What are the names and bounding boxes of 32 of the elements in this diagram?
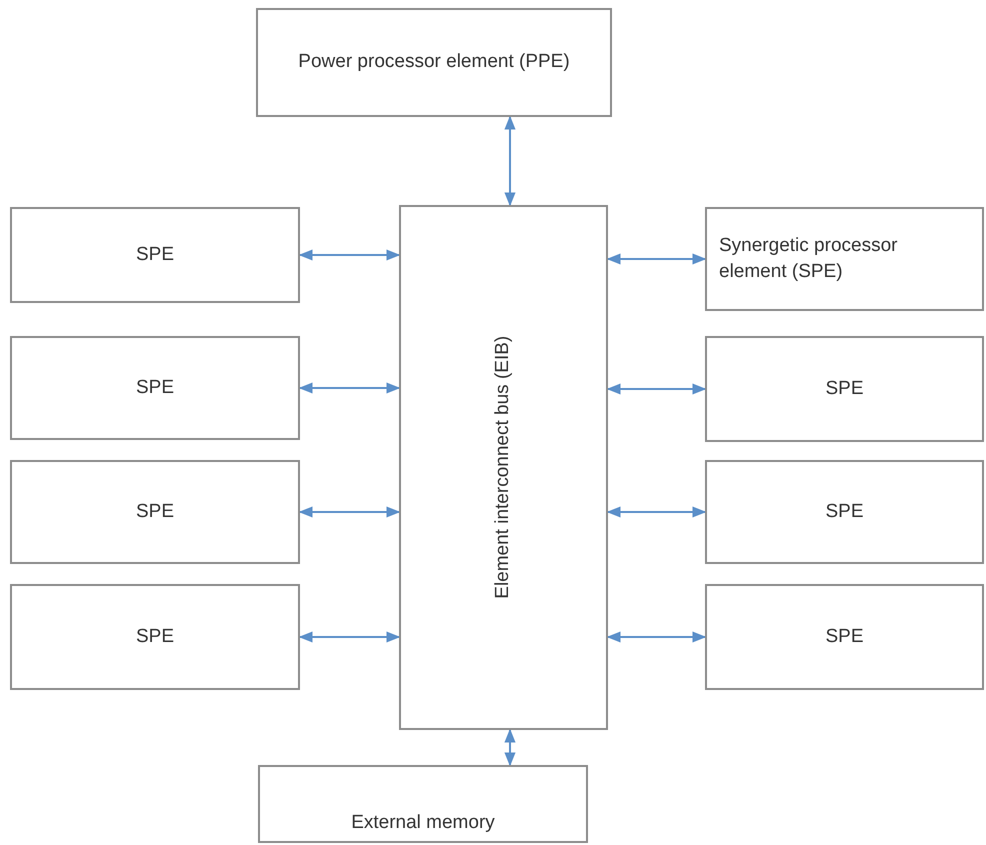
double-arrow <box>298 506 400 518</box>
double-arrow <box>504 728 516 766</box>
box-label: Synergetic processor element (SPE) <box>719 234 898 284</box>
box-label: Power processor element (PPE) <box>298 50 570 74</box>
box-label: SPE <box>825 376 864 401</box>
box-label: SPE <box>825 624 864 649</box>
process-box <box>10 336 300 440</box>
process-box <box>256 8 612 117</box>
process-box <box>705 336 984 442</box>
double-arrow <box>298 249 400 261</box>
box-label: External memory <box>351 810 495 834</box>
process-box <box>10 584 300 690</box>
box-label: SPE <box>136 624 174 649</box>
double-arrow <box>606 631 706 643</box>
box-label: SPE <box>136 242 174 267</box>
double-arrow <box>504 116 516 206</box>
process-box <box>10 207 300 303</box>
process-box <box>399 205 608 730</box>
box-label: SPE <box>136 500 174 524</box>
double-arrow <box>298 382 400 394</box>
process-box <box>705 460 984 564</box>
process-box <box>705 584 984 690</box>
double-arrow <box>298 631 400 643</box>
double-arrow <box>606 383 706 395</box>
process-box <box>10 460 300 564</box>
box-label: Element interconnect bus (EIB) <box>491 336 514 599</box>
double-arrow <box>606 506 706 518</box>
double-arrow <box>606 253 706 265</box>
process-box <box>258 765 588 843</box>
box-label: SPE <box>825 500 864 524</box>
process-box <box>705 207 984 311</box>
box-label: SPE <box>136 376 174 400</box>
